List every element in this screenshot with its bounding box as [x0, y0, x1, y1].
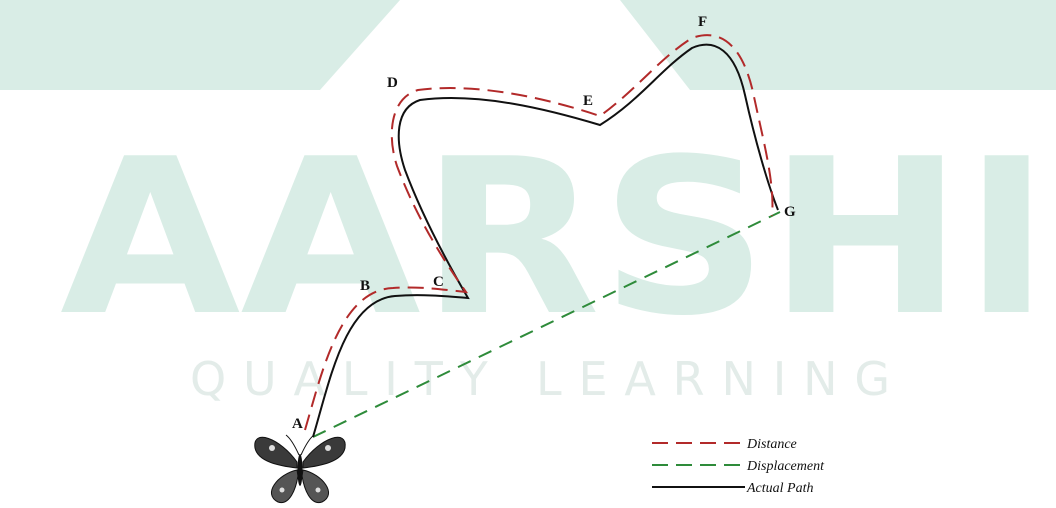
point-label-a: A [292, 416, 303, 432]
point-label-d: D [387, 75, 398, 91]
watermark-brand: AARSHI [60, 112, 1050, 363]
point-label-b: B [360, 278, 370, 294]
actual-path-line [312, 43, 779, 438]
watermark-background: AARSHI QUALITY LEARNING [0, 0, 1056, 406]
distance-line [304, 34, 774, 431]
point-label-g: G [784, 204, 796, 220]
butterfly-icon [254, 434, 346, 504]
watermark-band-left [0, 0, 400, 90]
legend-label-actual-path: Actual Path [746, 481, 814, 496]
point-label-e: E [583, 93, 593, 109]
watermark-band-right [620, 0, 1056, 90]
legend: Distance Displacement Actual Path [652, 437, 825, 496]
point-label-c: C [433, 274, 444, 290]
point-labels: A B C D E F G [292, 14, 796, 432]
point-label-f: F [698, 14, 707, 30]
legend-label-displacement: Displacement [746, 459, 825, 474]
displacement-line [312, 211, 781, 438]
watermark-tagline: QUALITY LEARNING [190, 352, 910, 406]
legend-label-distance: Distance [746, 437, 797, 452]
